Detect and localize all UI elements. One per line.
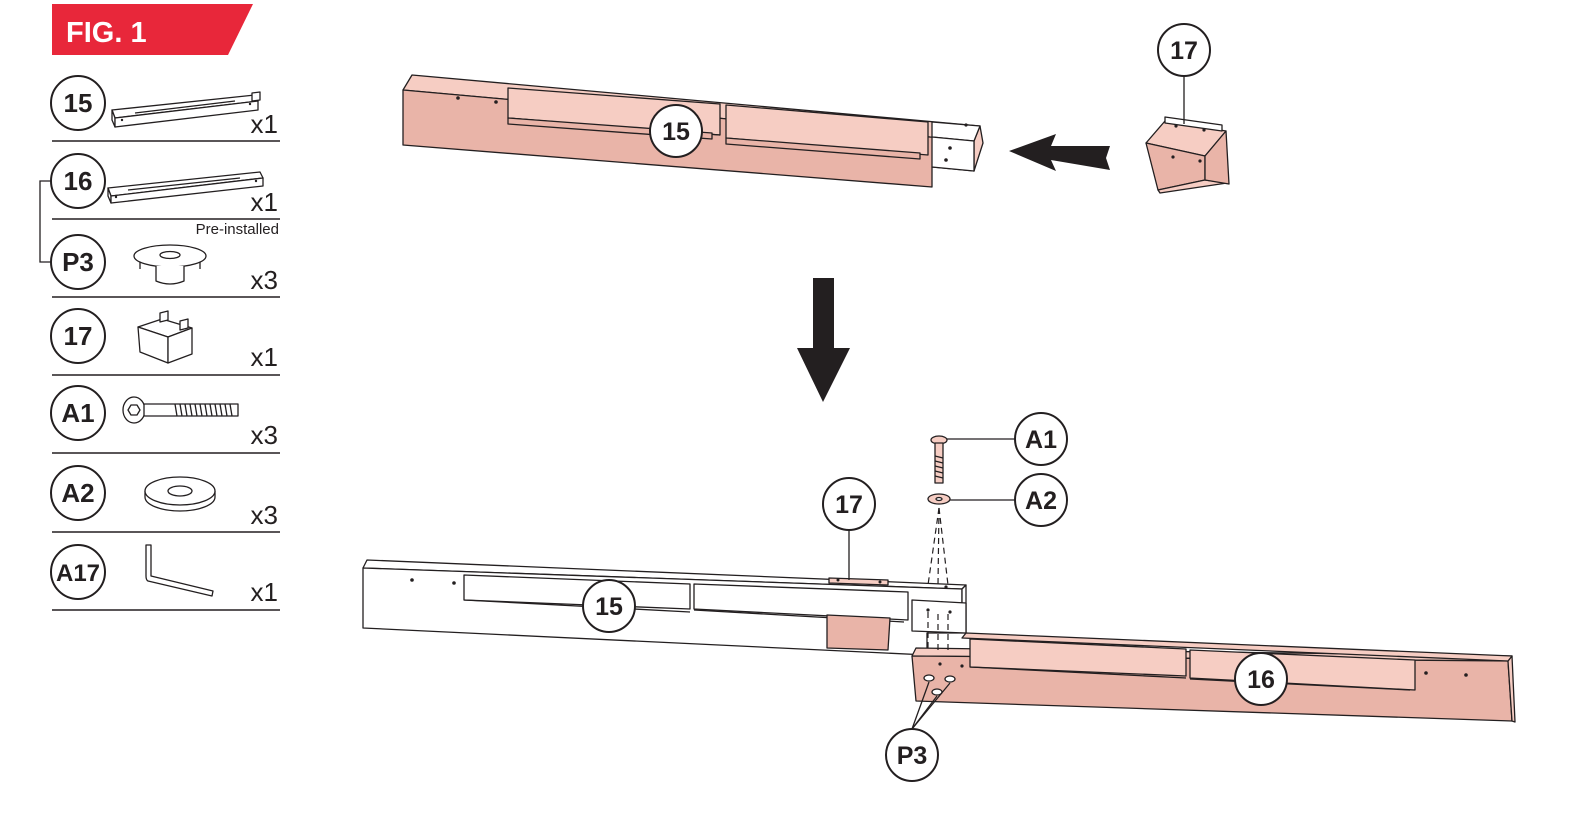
part-badge <box>50 385 106 441</box>
callout-badge <box>1014 412 1068 466</box>
callout-badge <box>649 104 703 158</box>
part-badge <box>50 465 106 521</box>
parts-row-a1: A1 <box>50 385 280 454</box>
washer-icon <box>144 476 216 512</box>
top-callout-17: 17 <box>1157 23 1211 124</box>
long-beam-icon <box>107 171 264 204</box>
insert-nut-icon <box>133 244 207 285</box>
parts-row-16: 16 x1 Pre-installed <box>50 153 280 238</box>
part-qty: x3 <box>251 500 278 530</box>
bottom-callout-a1: A1 <box>947 412 1068 466</box>
part-badge <box>50 544 106 600</box>
figure-banner: FIG. 1 <box>52 4 253 55</box>
part-qty: x1 <box>251 577 278 607</box>
callout-label: 17 <box>835 491 863 519</box>
pre-installed-note: Pre-installed <box>196 221 279 238</box>
part-id: A2 <box>61 478 94 508</box>
part-id: P3 <box>62 247 94 277</box>
top-callout-15: 15 <box>649 104 703 158</box>
bottom-callout-p3: P3 <box>885 681 951 782</box>
parts-row-a17: A17 x1 <box>50 544 280 611</box>
allen-key-icon <box>145 544 214 597</box>
figure-title: FIG. 1 <box>66 17 147 49</box>
callout-badge <box>1014 473 1068 527</box>
part-qty: x3 <box>251 420 278 450</box>
bottom-callout-15: 15 <box>582 579 636 633</box>
bottom-beam-16 <box>911 632 1516 723</box>
callout-badge <box>582 579 636 633</box>
parts-row-p3: P3 x3 <box>50 234 280 298</box>
part-id: A17 <box>56 560 100 587</box>
parts-row-a2: A2 x3 <box>50 465 280 533</box>
arrow-left-icon <box>1009 134 1110 171</box>
washer-part <box>927 493 951 505</box>
callout-label: A2 <box>1025 487 1057 515</box>
fastener-paths <box>927 507 949 652</box>
part-id: 16 <box>64 166 93 196</box>
part-qty: x1 <box>251 109 278 139</box>
bottom-bracket-17 <box>826 577 891 651</box>
part-id: A1 <box>61 398 94 428</box>
part-qty: x1 <box>251 342 278 372</box>
callout-badge <box>1234 652 1288 706</box>
callout-badge <box>822 477 876 531</box>
callout-badge <box>885 728 939 782</box>
part-badge <box>50 153 106 209</box>
bolt-icon <box>122 396 239 424</box>
callout-label: 16 <box>1247 666 1275 694</box>
long-beam-icon <box>111 91 261 128</box>
callout-label: 17 <box>1170 37 1198 65</box>
part-badge <box>50 75 106 131</box>
part-badge <box>50 234 106 290</box>
callout-label: P3 <box>897 742 928 770</box>
callout-label: 15 <box>595 593 623 621</box>
parts-row-15: 15 x1 <box>50 75 280 142</box>
bottom-callout-a2: A2 <box>950 473 1068 527</box>
callout-badge <box>1157 23 1211 77</box>
part-qty: x1 <box>251 187 278 217</box>
bottom-beam-15 <box>362 559 967 656</box>
parts-list: 15 x1 16 <box>39 75 280 611</box>
bolt-part <box>930 435 948 484</box>
part-id: 15 <box>64 88 93 118</box>
top-bracket-17 <box>1145 116 1230 194</box>
callout-label: A1 <box>1025 426 1057 454</box>
parts-row-17: 17 x1 <box>50 308 280 376</box>
callout-label: 15 <box>662 118 690 146</box>
arrow-down-icon <box>797 278 850 402</box>
group-bracket <box>39 180 52 263</box>
part-badge <box>50 308 106 364</box>
part-id: 17 <box>64 321 93 351</box>
bracket-icon <box>137 310 193 364</box>
banner-shape <box>52 4 253 55</box>
bottom-callout-16: 16 <box>1234 652 1288 706</box>
part-qty: x3 <box>251 265 278 295</box>
bottom-callout-17: 17 <box>822 477 876 580</box>
